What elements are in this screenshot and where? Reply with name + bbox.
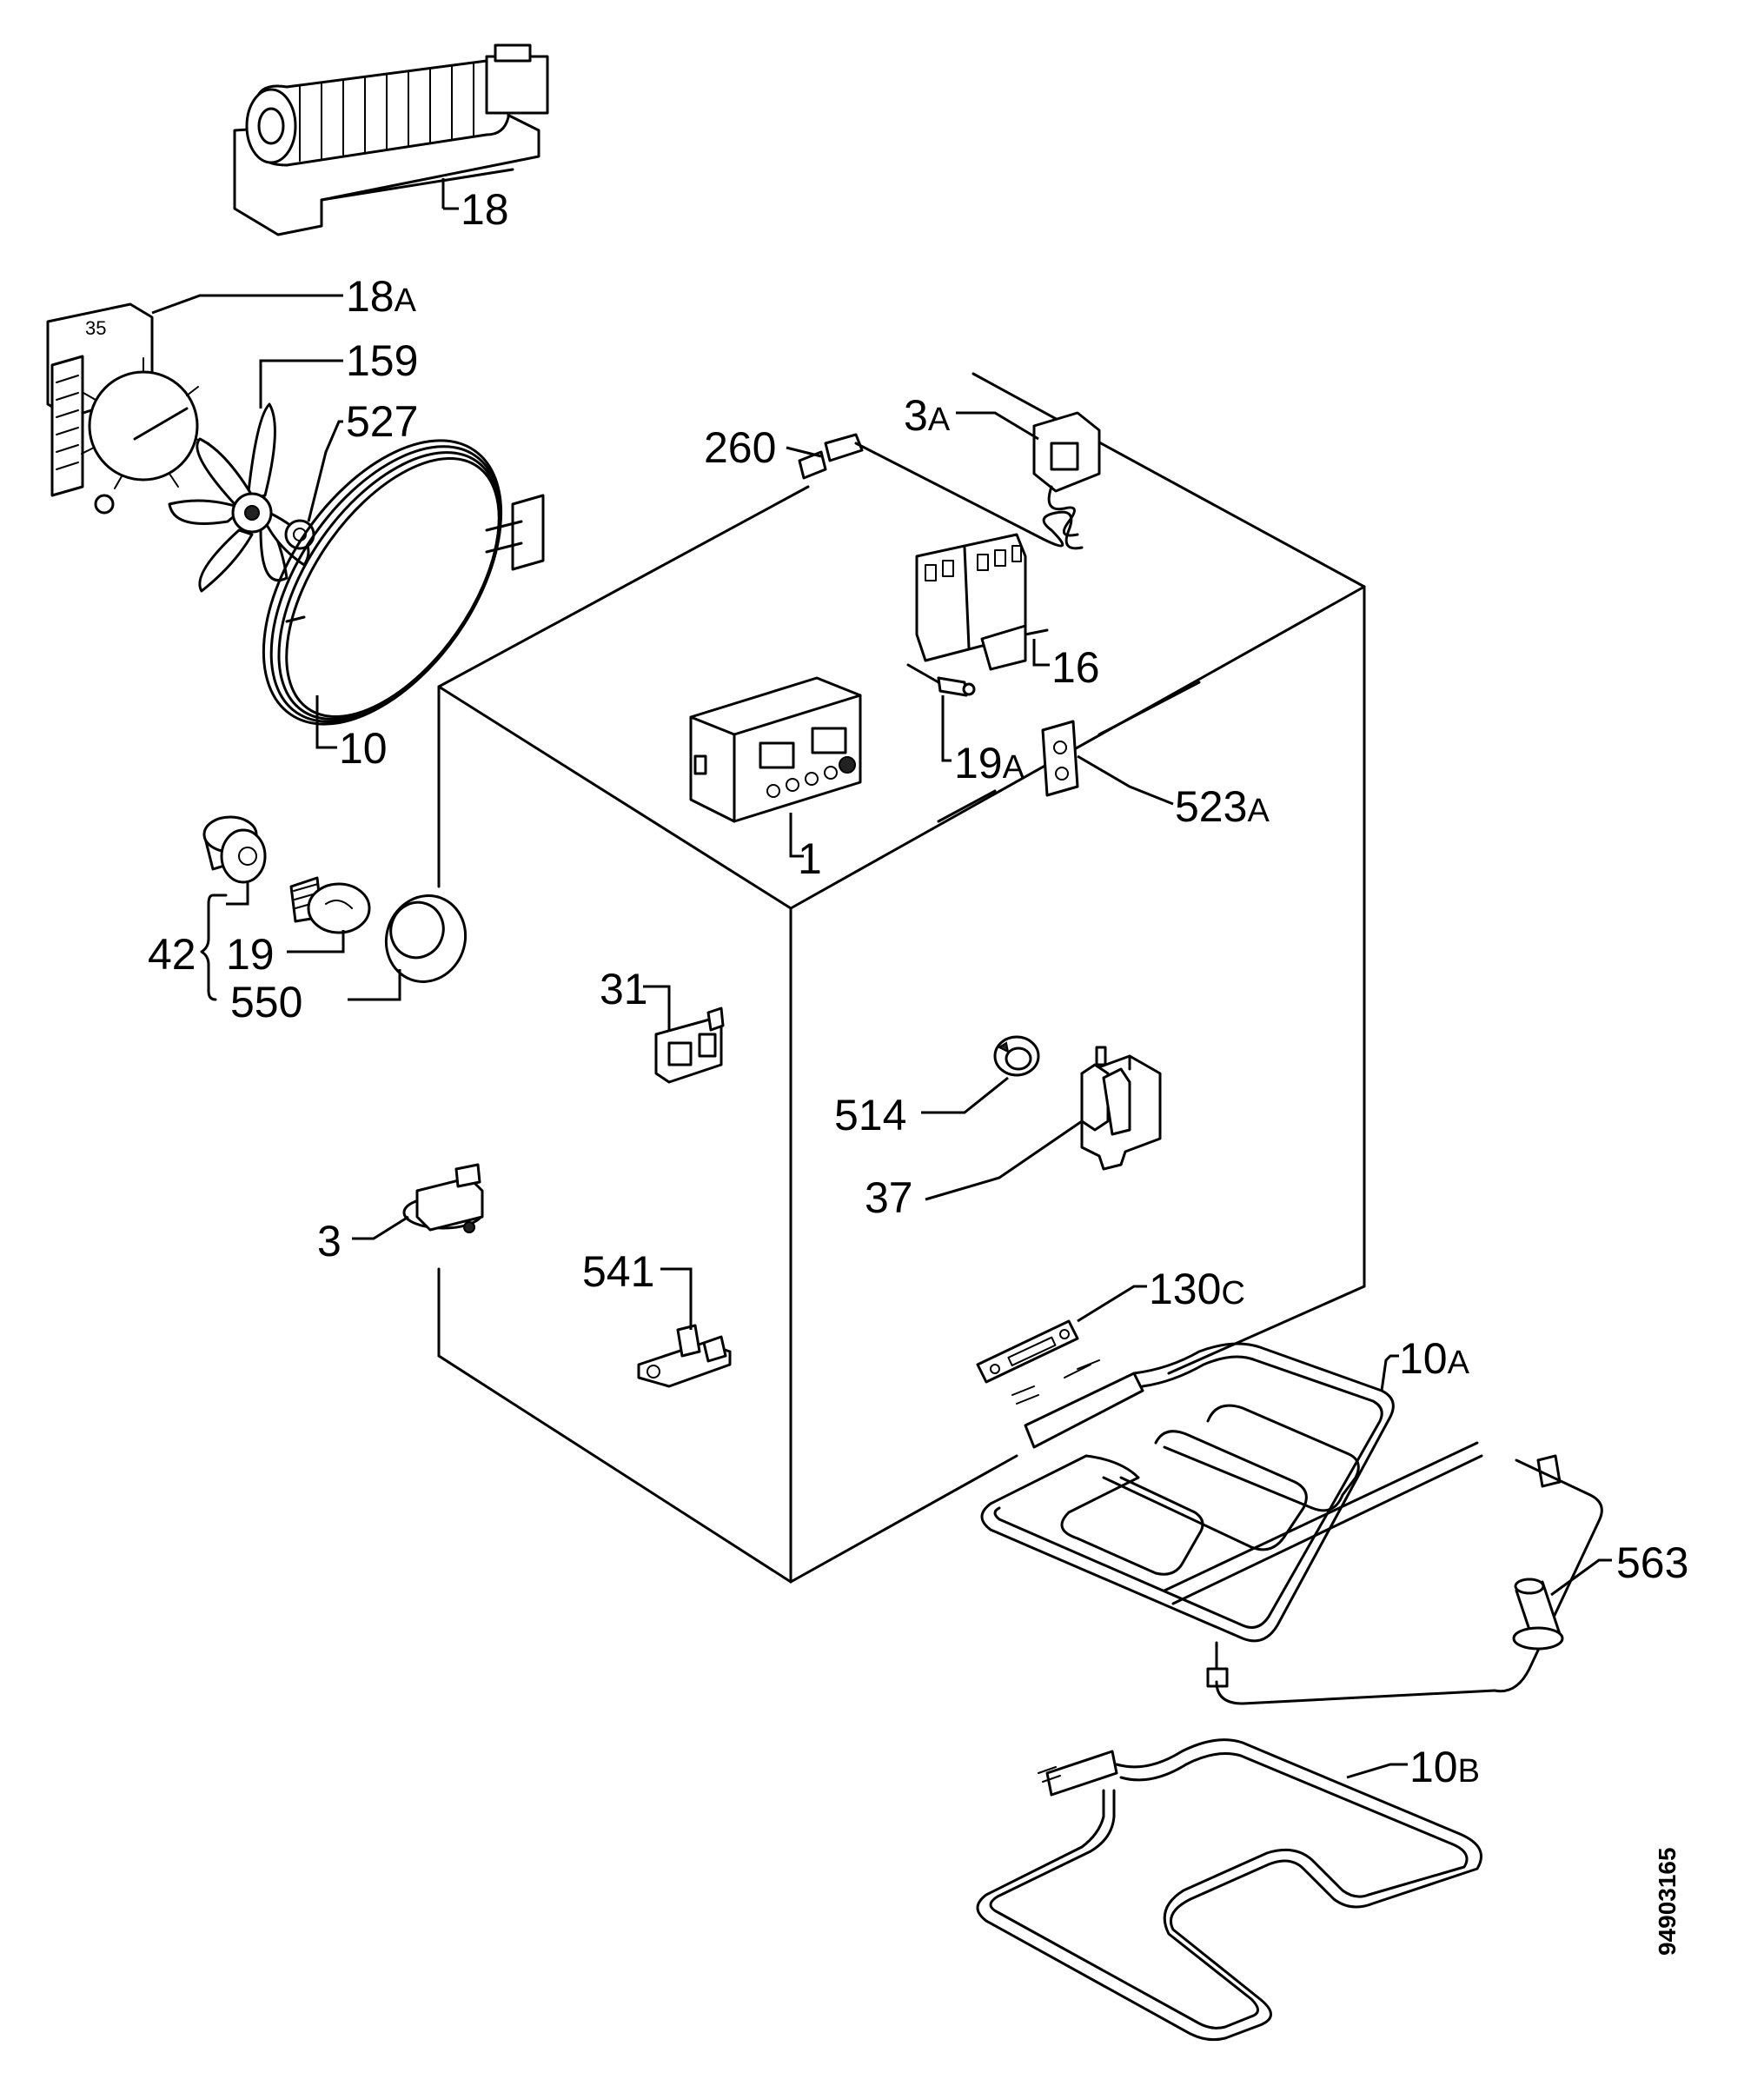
leader-563 [1550,1558,1612,1597]
label-37: 37 [865,1173,913,1222]
leader-16 [1032,639,1050,667]
grommet-part-514 [993,1035,1040,1077]
leader-130c [1077,1285,1147,1323]
leader-550 [348,969,401,1001]
clip-part-541 [637,1324,732,1388]
leader-10 [315,695,337,749]
lamp-holder-part-42 [202,815,267,884]
tangential-fan-part-18 [233,43,549,236]
leader-31 [643,985,671,1030]
label-42: 42 [148,930,196,979]
label-563: 563 [1616,1538,1688,1587]
label-523a: 523A [1175,782,1270,831]
label-31: 31 [600,965,648,1013]
plug-part-563 [1512,1578,1564,1651]
label-527: 527 [346,397,418,446]
label-16: 16 [1051,643,1100,692]
label-260: 260 [704,423,776,472]
thermostat-part-3a [1032,411,1101,537]
leader-37 [925,1119,1083,1201]
leader-10a [1380,1354,1399,1392]
fan-motor-part-18a: 35 [46,302,209,515]
leader-42 [226,882,249,906]
label-514: 514 [834,1091,906,1139]
ring-element-part-10 [262,439,545,726]
sensor-part-19a [906,663,976,697]
label-10b: 10B [1409,1743,1480,1791]
safety-thermostat-part-3 [402,1163,484,1233]
leader-1 [789,813,804,858]
leader-527 [307,420,343,522]
leader-514 [921,1076,1009,1114]
lamp-glass-part-550 [384,894,468,983]
label-1: 1 [798,834,822,883]
label-18a: 18A [346,272,417,321]
leader-18a [151,294,343,315]
label-3a: 3A [904,391,951,440]
label-10a: 10A [1399,1334,1470,1383]
label-541: 541 [582,1247,654,1296]
electronic-timer-part-1 [689,676,862,823]
svg-text:35: 35 [85,317,106,339]
label-550: 550 [230,978,302,1026]
leader-541 [660,1267,693,1330]
bottom-element-part-10b [976,1738,1482,2042]
document-number: 94903165 [1654,1847,1681,1956]
label-159: 159 [346,336,418,385]
label-10: 10 [339,724,388,773]
grill-element-part-10a [980,1342,1603,1705]
label-19: 19 [226,930,275,979]
bracket-part-523a [1041,720,1079,797]
leader-10b [1346,1763,1408,1779]
terminal-block-part-31 [654,1006,725,1084]
leader-260 [786,446,822,458]
oven-cabinet-outline [437,372,1366,1584]
leader-19 [287,930,345,953]
door-switch-part-37 [1080,1046,1162,1171]
nut-part-527 [284,519,315,550]
leader-523a [1077,754,1174,806]
sensor-probe-part-260 [798,433,1084,550]
brace-42-group [200,894,228,1001]
label-19a: 19A [954,739,1025,787]
fan-blade-part-159 [168,402,310,593]
label-18: 18 [461,185,509,234]
label-3: 3 [317,1217,342,1266]
lamp-bulb-part-19 [289,876,371,934]
leader-3a [956,411,1039,441]
leader-19a [941,695,952,762]
leader-3 [352,1215,409,1240]
selector-switch-part-16 [915,533,1049,671]
label-130c: 130C [1149,1265,1245,1313]
gasket-plate-part-130c [976,1319,1079,1384]
leader-159 [259,359,343,409]
